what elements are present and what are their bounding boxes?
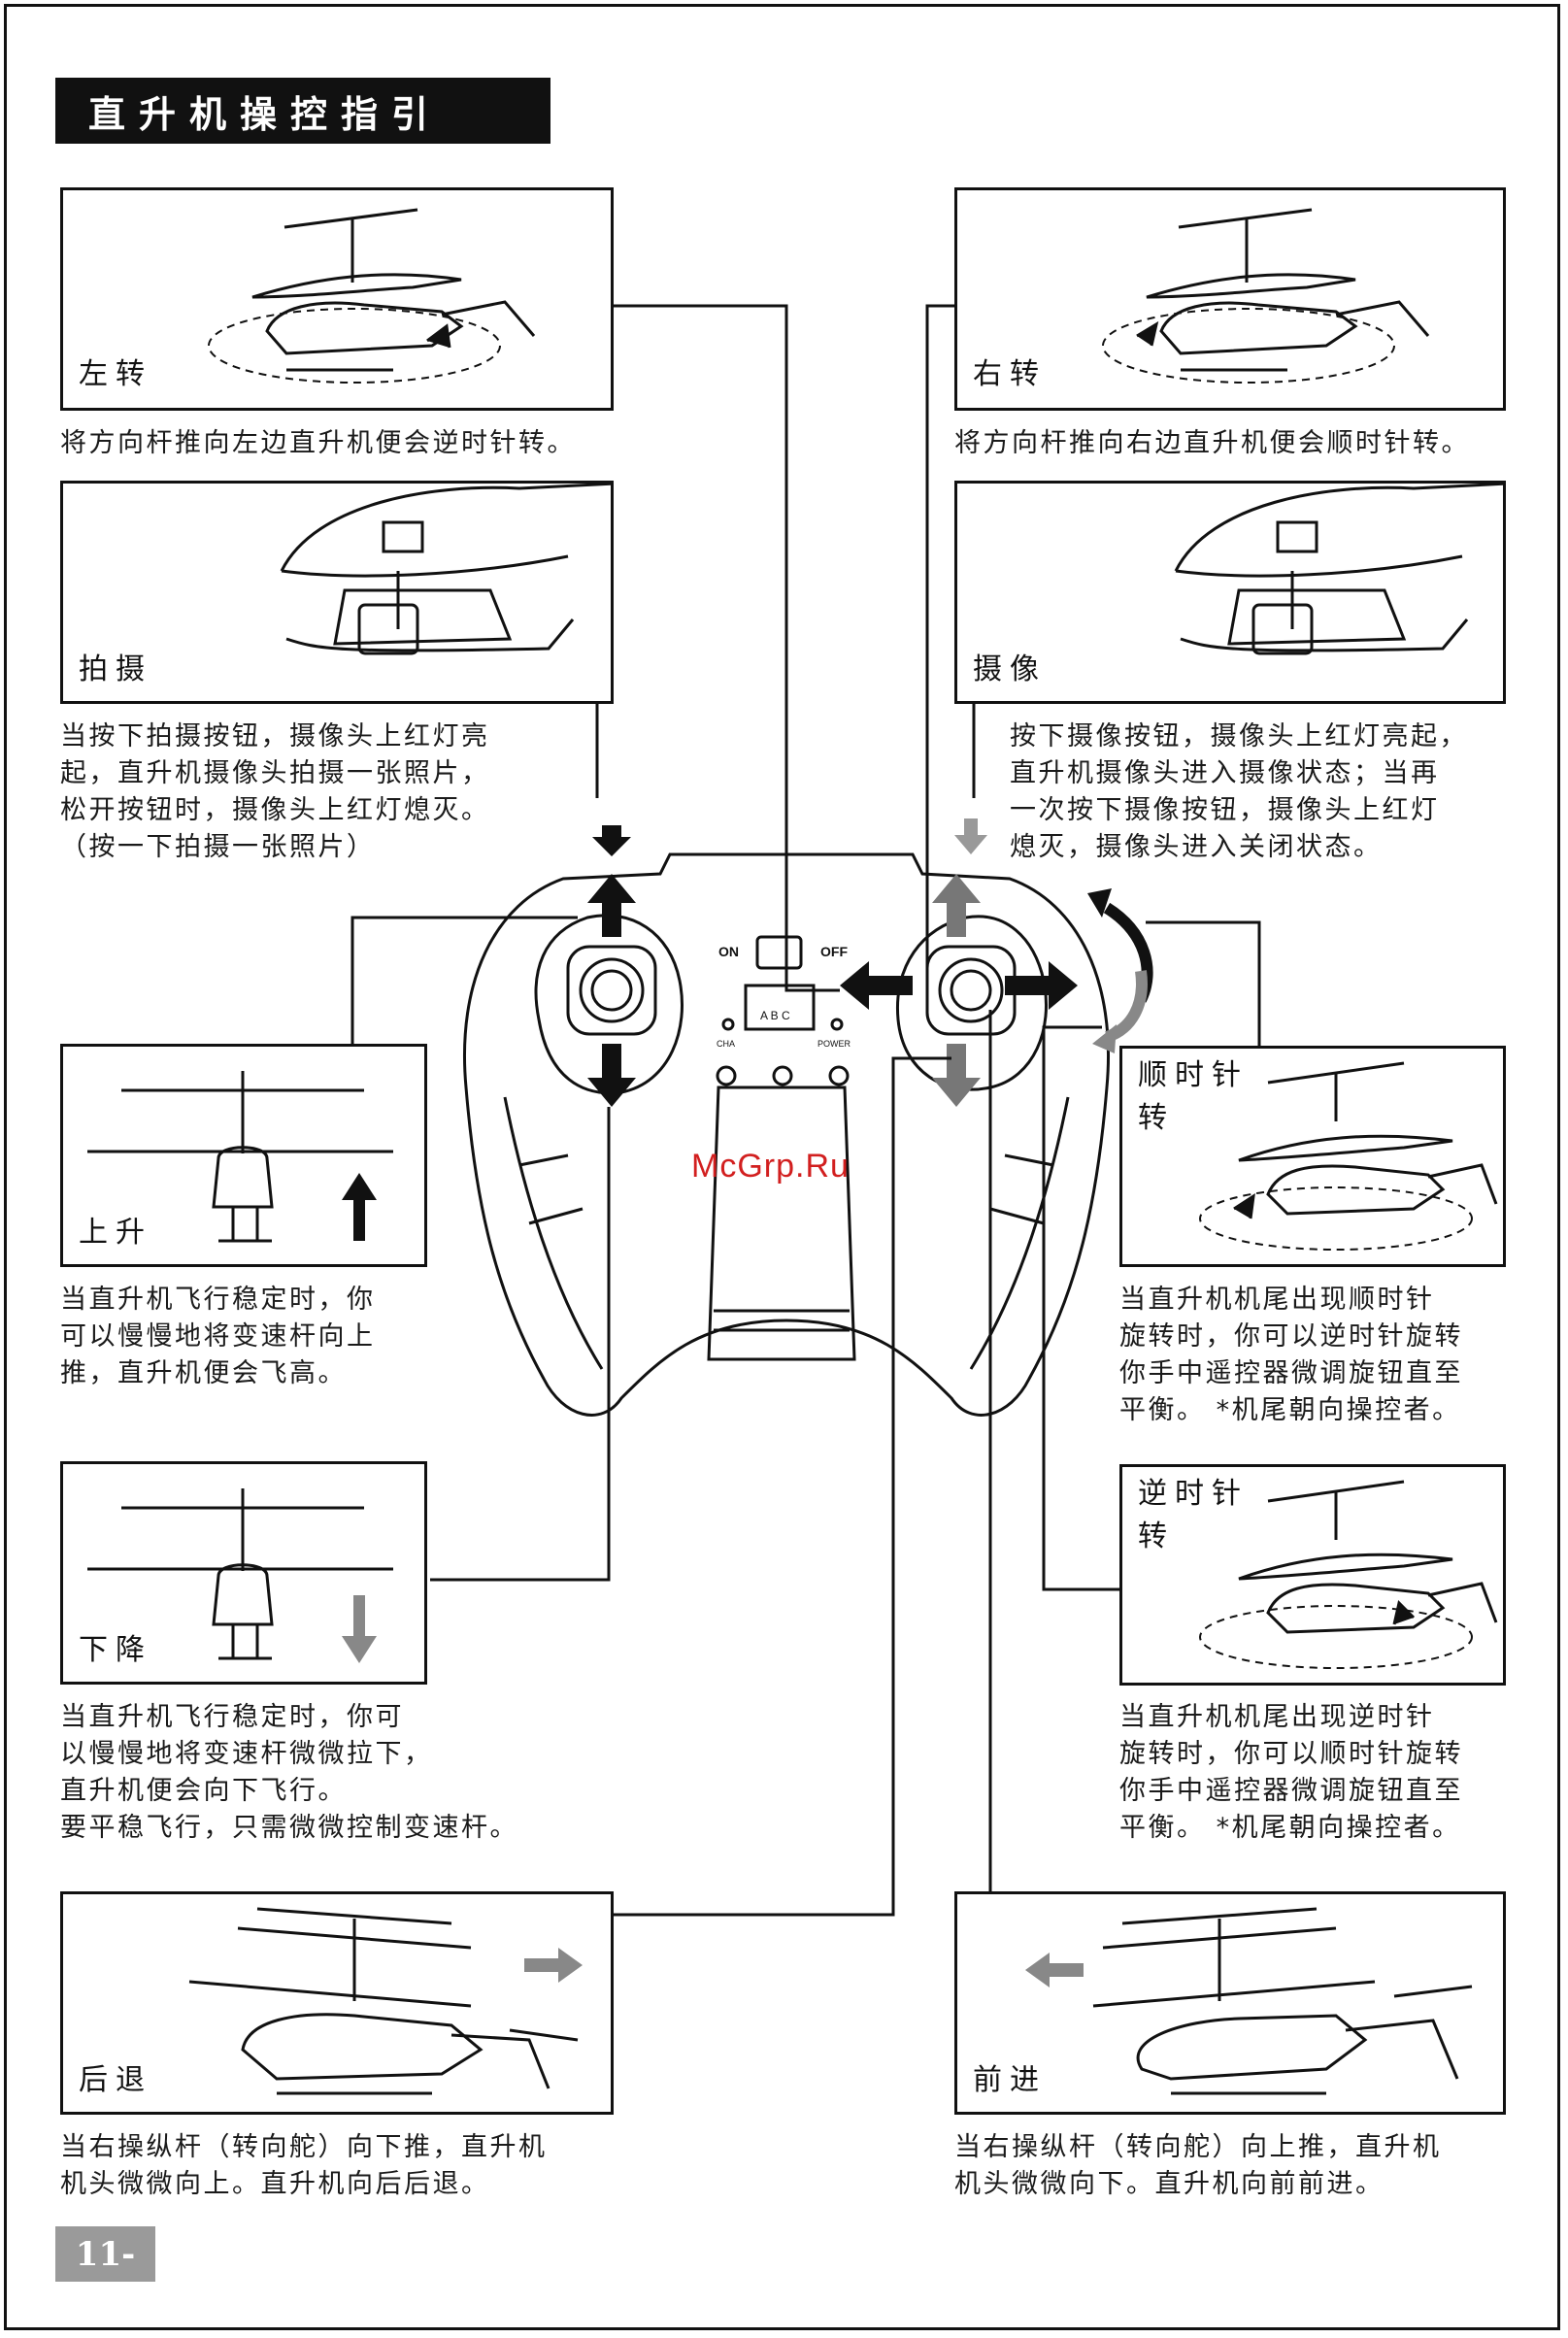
panel-label: 前进: [973, 2063, 1047, 2097]
panel-label: 下降: [79, 1633, 152, 1667]
panel-photo: 拍摄: [60, 481, 614, 704]
panel-label: 顺时针: [1138, 1058, 1249, 1092]
panel-descend: 下降: [60, 1461, 427, 1685]
page-number: 11-: [55, 2226, 155, 2282]
panel-description: 将方向杆推向左边直升机便会逆时针转。: [60, 428, 576, 458]
panel-description: 将方向杆推向右边直升机便会顺时针转。: [954, 428, 1470, 458]
panel-description: 当右操纵杆（转向舵）向下推，直升机 机头微微向上。直升机向后后退。: [60, 2132, 548, 2199]
panel-label: 后退: [79, 2063, 152, 2097]
right-stick-up-arrow-icon: [932, 874, 981, 937]
helicopter-turn-left-illustration: [208, 208, 536, 384]
panel-turn-left: 左转: [60, 187, 614, 411]
panel-label: 上升: [79, 1216, 152, 1250]
right-stick-right-arrow-icon: [1005, 961, 1078, 1010]
switch-off-label: OFF: [820, 944, 848, 959]
panel-description: 当直升机机尾出现逆时针 旋转时，你可以顺时针旋转 你手中遥控器微调旋钮直至 平衡…: [1119, 1702, 1463, 1843]
up-arrow-icon: [342, 1173, 377, 1241]
left-stick-down-arrow-icon: [587, 1044, 636, 1107]
power-label: POWER: [817, 1039, 851, 1049]
panel-turn-right: 右转: [954, 187, 1506, 411]
panel-description: 当直升机飞行稳定时，你可 以慢慢地将变速杆微微拉下， 直升机便会向下飞行。 要平…: [60, 1702, 518, 1843]
helicopter-forward-illustration: [1092, 1907, 1473, 2095]
camera-closeup-illustration: [1174, 484, 1503, 655]
panel-forward: 前进: [954, 1891, 1506, 2115]
panel-description: 按下摄像按钮，摄像头上红灯亮起， 直升机摄像头进入摄像状态；当再 一次按下摄像按…: [1010, 721, 1468, 862]
panel-description: 当右操纵杆（转向舵）向上推，直升机 机头微微向下。直升机向前前进。: [954, 2132, 1442, 2199]
right-stick-down-arrow-icon: [932, 1044, 981, 1107]
channel-letters: A B C: [760, 1009, 790, 1022]
connector-lines: [350, 304, 1261, 1917]
panel-label: 右转: [973, 357, 1047, 391]
camera-closeup-illustration: [280, 484, 611, 655]
photo-button-arrow-icon: [592, 825, 631, 856]
down-arrow-icon: [342, 1595, 377, 1663]
panel-description: 当直升机机尾出现顺时针 旋转时，你可以逆时针旋转 你手中遥控器微调旋钮直至 平衡…: [1119, 1285, 1463, 1425]
helicopter-descend-illustration: [87, 1488, 393, 1660]
right-stick-left-arrow-icon: [840, 961, 913, 1010]
helicopter-counterclockwise-illustration: [1199, 1480, 1498, 1669]
panel-clockwise: 顺时针 转: [1119, 1046, 1506, 1267]
left-stick-up-arrow-icon: [587, 874, 636, 937]
panel-label: 转: [1138, 1101, 1175, 1135]
helicopter-turn-right-illustration: [1102, 208, 1430, 384]
page-title: 直升机操控指引: [55, 78, 550, 144]
panel-ascend: 上升: [60, 1044, 427, 1267]
right-arrow-icon: [524, 1948, 583, 1983]
panel-label: 摄像: [973, 652, 1047, 686]
panel-label: 左转: [79, 357, 152, 391]
helicopter-ascend-illustration: [87, 1071, 393, 1243]
page-frame: [4, 4, 1560, 2330]
watermark-text: McGrp.Ru: [691, 1148, 850, 1185]
video-button-arrow-icon: [954, 818, 987, 854]
channel-label: CHA: [717, 1039, 735, 1049]
switch-on-label: ON: [718, 944, 739, 959]
helicopter-clockwise-illustration: [1199, 1061, 1498, 1251]
panel-label: 逆时针: [1138, 1477, 1249, 1511]
panel-counterclockwise: 逆时针 转: [1119, 1464, 1506, 1686]
panel-description: 当直升机飞行稳定时，你 可以慢慢地将变速杆向上 推，直升机便会飞高。: [60, 1285, 376, 1388]
trim-rotate-arrows: [1087, 888, 1153, 1053]
panel-backward: 后退: [60, 1891, 614, 2115]
left-arrow-icon: [1025, 1953, 1084, 1987]
helicopter-backward-illustration: [188, 1907, 579, 2095]
panel-video: 摄像: [954, 481, 1506, 704]
panel-label: 转: [1138, 1520, 1175, 1553]
stick-arrows: [587, 818, 1078, 1107]
panel-label: 拍摄: [79, 652, 152, 686]
panel-description: 当按下拍摄按钮，摄像头上红灯亮 起，直升机摄像头拍摄一张照片， 松开按钮时，摄像…: [60, 721, 490, 862]
